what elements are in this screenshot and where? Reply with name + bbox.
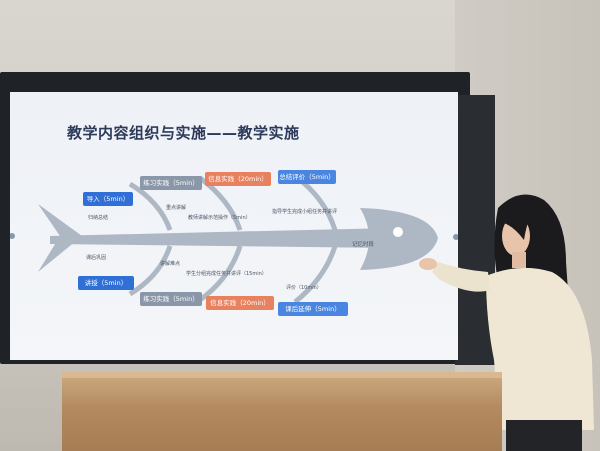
wooden-podium (62, 378, 502, 451)
